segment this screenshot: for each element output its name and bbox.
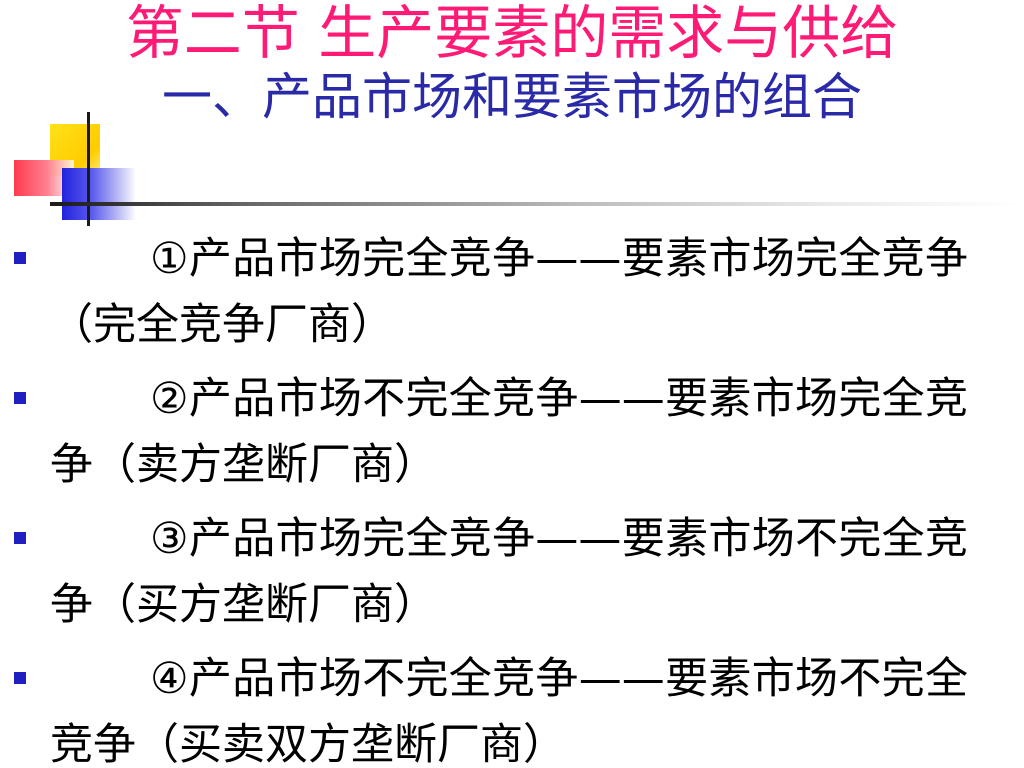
slide-subtitle: 一、产品市场和要素市场的组合 — [162, 68, 862, 126]
list-item: ①产品市场完全竞争——要素市场完全竞争（完全竞争厂商） — [0, 226, 1024, 366]
list-item: ④产品市场不完全竞争——要素市场不完全竞争（买卖双方垄断厂商） — [0, 646, 1024, 768]
square-bullet-icon — [14, 252, 26, 264]
square-bullet-icon — [14, 392, 26, 404]
title-divider-line — [50, 202, 1020, 206]
list-item: ③产品市场完全竞争——要素市场不完全竞争（买方垄断厂商） — [0, 506, 1024, 646]
decorative-logo — [0, 0, 160, 240]
list-item-text: ①产品市场完全竞争——要素市场完全竞争（完全竞争厂商） — [50, 234, 968, 350]
list-item-text: ④产品市场不完全竞争——要素市场不完全竞争（买卖双方垄断厂商） — [50, 654, 968, 768]
list-item-text: ③产品市场完全竞争——要素市场不完全竞争（买方垄断厂商） — [50, 514, 968, 630]
logo-blue-square — [62, 168, 136, 220]
list-item-text: ②产品市场不完全竞争——要素市场完全竞争（卖方垄断厂商） — [50, 374, 968, 490]
logo-vertical-line — [87, 112, 90, 226]
square-bullet-icon — [14, 672, 26, 684]
list-item: ②产品市场不完全竞争——要素市场完全竞争（卖方垄断厂商） — [0, 366, 1024, 506]
square-bullet-icon — [14, 532, 26, 544]
slide-title: 第二节 生产要素的需求与供给 — [125, 0, 899, 67]
